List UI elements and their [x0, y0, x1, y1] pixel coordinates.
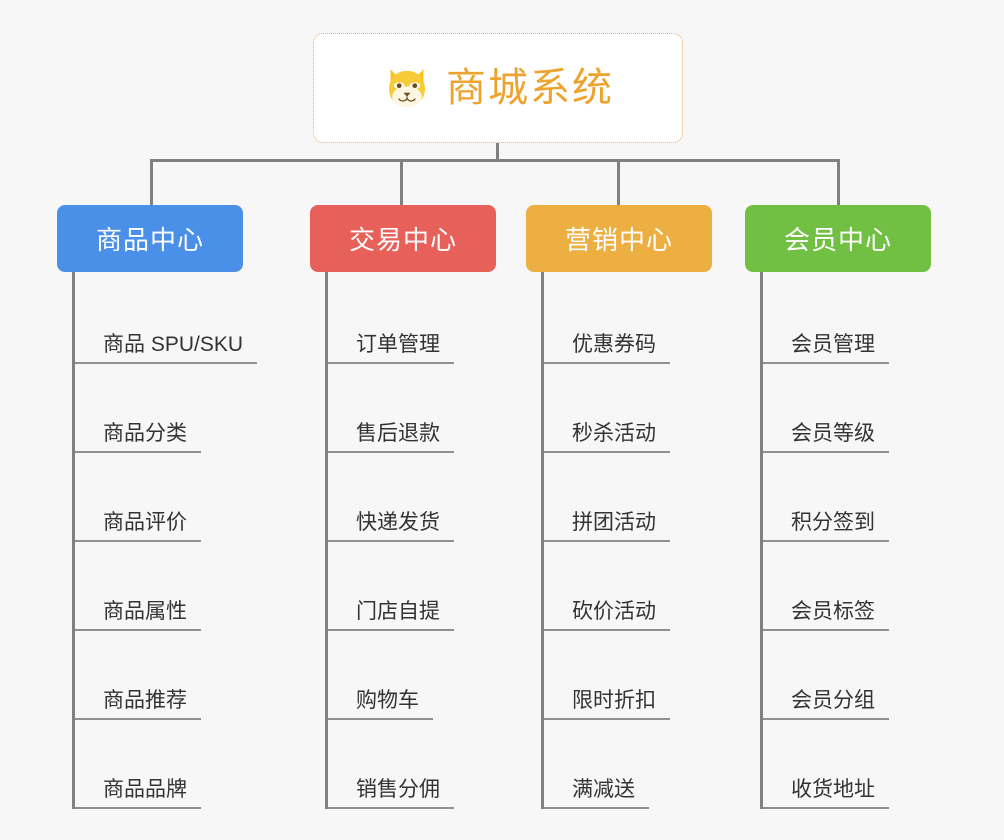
category-label: 商品中心 — [95, 225, 204, 255]
branch-column-member-center: 会员中心 会员管理 会员等级 积分签到 会员标签 会员分组 收货地址 — [745, 205, 931, 809]
category-box-marketing-center[interactable]: 营销中心 — [526, 205, 712, 272]
connector-drop-1 — [400, 159, 403, 206]
connector-drop-2 — [617, 159, 620, 206]
leaf-label: 砍价活动 — [544, 601, 670, 631]
leaf-label: 会员标签 — [763, 601, 889, 631]
leaf-label: 销售分佣 — [328, 779, 454, 809]
category-box-product-center[interactable]: 商品中心 — [57, 205, 243, 272]
connector-trunk-vertical — [496, 143, 499, 161]
leaf-item[interactable]: 积分签到 — [763, 453, 931, 542]
leaf-label: 优惠券码 — [544, 334, 670, 364]
root-node[interactable]: 商城系统 — [313, 33, 683, 143]
dog-face-icon — [389, 69, 425, 107]
leaf-label: 商品 SPU/SKU — [75, 334, 258, 364]
leaf-label: 商品品牌 — [75, 779, 201, 809]
leaf-label: 快递发货 — [328, 512, 454, 542]
root-title: 商城系统 — [446, 66, 614, 110]
leaf-item[interactable]: 快递发货 — [328, 453, 496, 542]
branch-column-marketing-center: 营销中心 优惠券码 秒杀活动 拼团活动 砍价活动 限时折扣 满减送 — [526, 205, 712, 809]
leaf-list-trade-center: 订单管理 售后退款 快递发货 门店自提 购物车 销售分佣 — [325, 272, 496, 809]
leaf-label: 收货地址 — [763, 779, 889, 809]
leaf-label: 商品推荐 — [75, 690, 201, 720]
leaf-label: 门店自提 — [328, 601, 454, 631]
leaf-label: 秒杀活动 — [544, 423, 670, 453]
leaf-item[interactable]: 商品品牌 — [75, 720, 243, 809]
leaf-list-product-center: 商品 SPU/SKU 商品分类 商品评价 商品属性 商品推荐 商品品牌 — [72, 272, 258, 809]
leaf-item[interactable]: 满减送 — [544, 720, 712, 809]
leaf-item[interactable]: 订单管理 — [328, 272, 496, 364]
leaf-item[interactable]: 秒杀活动 — [544, 364, 712, 453]
leaf-label: 商品评价 — [75, 512, 201, 542]
leaf-label: 会员分组 — [763, 690, 889, 720]
leaf-item[interactable]: 购物车 — [328, 631, 496, 720]
leaf-item[interactable]: 会员标签 — [763, 542, 931, 631]
leaf-list-member-center: 会员管理 会员等级 积分签到 会员标签 会员分组 收货地址 — [760, 272, 931, 809]
connector-drop-0 — [150, 159, 153, 206]
leaf-label: 满减送 — [544, 779, 649, 809]
leaf-item[interactable]: 会员管理 — [763, 272, 931, 364]
connector-drop-3 — [837, 159, 840, 206]
connector-bus-horizontal — [150, 159, 840, 162]
leaf-item[interactable]: 商品评价 — [75, 453, 243, 542]
leaf-label: 会员管理 — [763, 334, 889, 364]
leaf-item[interactable]: 商品 SPU/SKU — [75, 272, 258, 364]
leaf-label: 会员等级 — [763, 423, 889, 453]
leaf-label: 订单管理 — [328, 334, 454, 364]
leaf-label: 限时折扣 — [544, 690, 670, 720]
leaf-label: 购物车 — [328, 690, 433, 720]
leaf-label: 商品分类 — [75, 423, 201, 453]
leaf-item[interactable]: 会员等级 — [763, 364, 931, 453]
category-label: 会员中心 — [783, 225, 892, 255]
leaf-list-marketing-center: 优惠券码 秒杀活动 拼团活动 砍价活动 限时折扣 满减送 — [541, 272, 712, 809]
leaf-item[interactable]: 收货地址 — [763, 720, 931, 809]
leaf-item[interactable]: 商品属性 — [75, 542, 243, 631]
category-box-trade-center[interactable]: 交易中心 — [310, 205, 496, 272]
leaf-item[interactable]: 砍价活动 — [544, 542, 712, 631]
branch-column-trade-center: 交易中心 订单管理 售后退款 快递发货 门店自提 购物车 销售分佣 — [310, 205, 496, 809]
leaf-label: 拼团活动 — [544, 512, 670, 542]
leaf-item[interactable]: 会员分组 — [763, 631, 931, 720]
leaf-item[interactable]: 门店自提 — [328, 542, 496, 631]
leaf-item[interactable]: 拼团活动 — [544, 453, 712, 542]
leaf-item[interactable]: 商品推荐 — [75, 631, 243, 720]
leaf-item[interactable]: 商品分类 — [75, 364, 243, 453]
leaf-label: 商品属性 — [75, 601, 201, 631]
leaf-item[interactable]: 销售分佣 — [328, 720, 496, 809]
leaf-item[interactable]: 售后退款 — [328, 364, 496, 453]
category-label: 营销中心 — [564, 225, 673, 255]
branch-column-product-center: 商品中心 商品 SPU/SKU 商品分类 商品评价 商品属性 商品推荐 商品品牌 — [57, 205, 258, 809]
leaf-item[interactable]: 限时折扣 — [544, 631, 712, 720]
category-label: 交易中心 — [348, 225, 457, 255]
leaf-label: 售后退款 — [328, 423, 454, 453]
leaf-label: 积分签到 — [763, 512, 889, 542]
leaf-item[interactable]: 优惠券码 — [544, 272, 712, 364]
category-box-member-center[interactable]: 会员中心 — [745, 205, 931, 272]
